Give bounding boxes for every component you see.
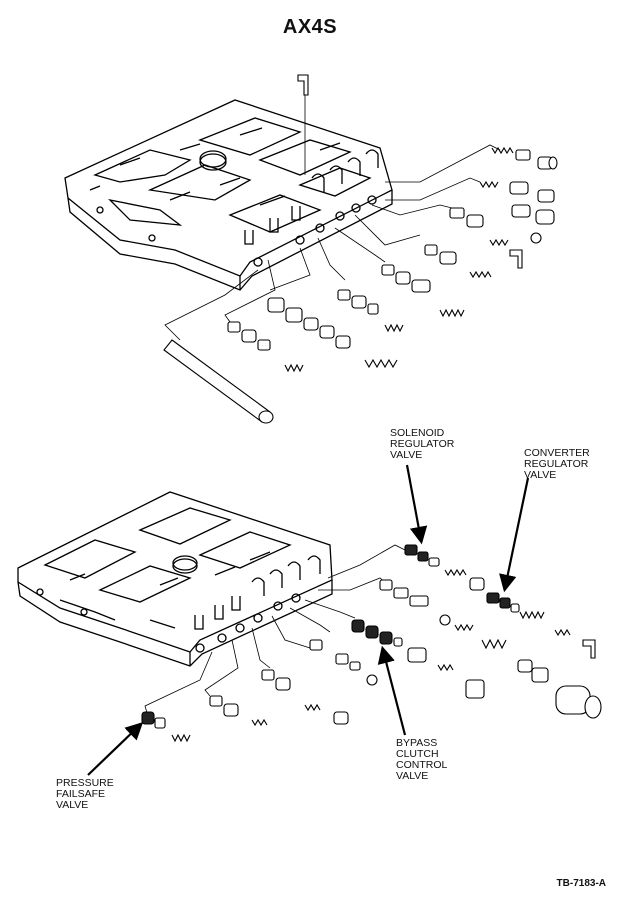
bypass-clutch-control-valve-label: BYPASS CLUTCH CONTROL VALVE bbox=[396, 737, 448, 782]
lower-leader-lines bbox=[144, 544, 406, 717]
pressure-failsafe-arrow bbox=[87, 721, 144, 776]
solenoid-regulator-arrow bbox=[405, 464, 428, 545]
upper-valve-parts bbox=[163, 74, 558, 424]
solenoid-regulator-valve-part bbox=[404, 544, 440, 567]
upper-leader-lines bbox=[164, 85, 501, 341]
solenoid-regulator-valve-label: SOLENOID REGULATOR VALVE bbox=[390, 427, 455, 461]
bypass-clutch-control-valve-part bbox=[351, 619, 403, 647]
retainer-clip-icon bbox=[509, 249, 523, 269]
converter-regulator-valve-part bbox=[486, 592, 520, 613]
retainer-clip-icon bbox=[297, 74, 309, 96]
converter-regulator-arrow bbox=[499, 477, 530, 593]
upper-valve-body bbox=[64, 99, 393, 291]
callout-arrows bbox=[87, 464, 530, 776]
lower-valve-body bbox=[17, 491, 333, 667]
pressure-failsafe-valve-label: PRESSURE FAILSAFE VALVE bbox=[56, 777, 114, 811]
lower-valve-parts bbox=[141, 544, 602, 743]
pressure-failsafe-valve-part bbox=[141, 711, 166, 729]
diagram-title: AX4S bbox=[282, 16, 338, 38]
retainer-clip-icon bbox=[582, 639, 596, 659]
bypass-clutch-arrow bbox=[377, 645, 407, 736]
converter-regulator-valve-label: CONVERTER REGULATOR VALVE bbox=[524, 447, 590, 481]
spring-icon bbox=[491, 146, 514, 155]
figure-id: TB-7183-A bbox=[556, 878, 606, 889]
